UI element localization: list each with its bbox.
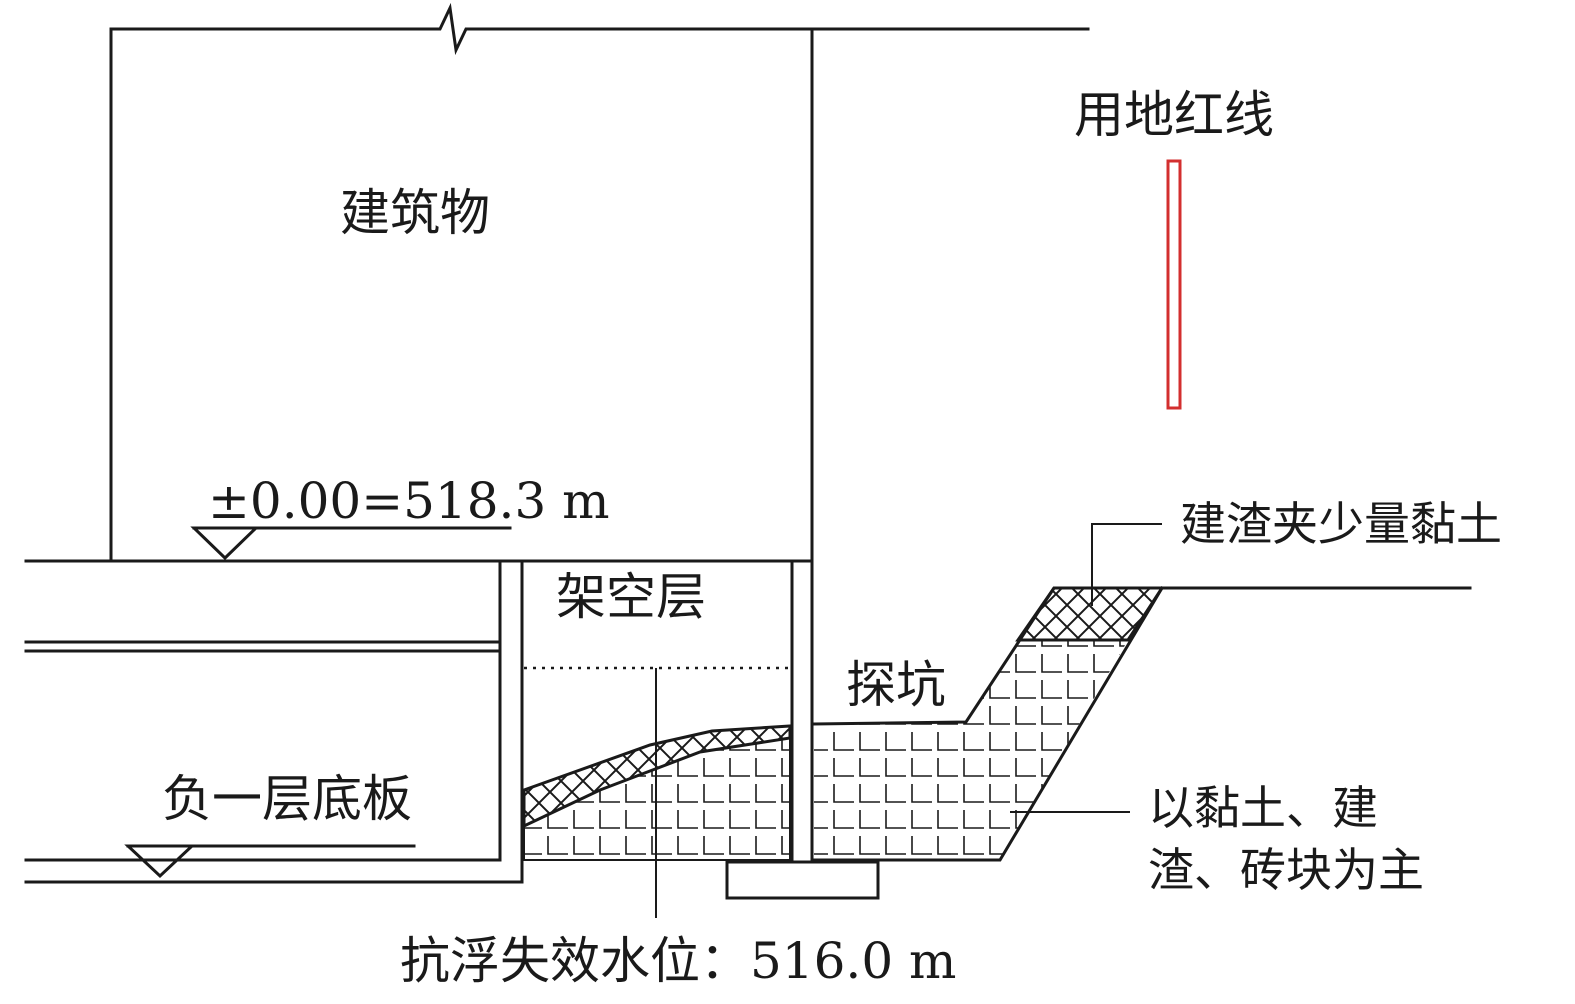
ground-floor-slab (24, 559, 814, 653)
basement-wall (24, 559, 524, 884)
elevation-marker (190, 526, 512, 561)
basement-slab-marker (124, 844, 416, 879)
basement-slab-label: 负一层底板 (162, 770, 412, 828)
water-level-label: 抗浮失效水位：516.0 m (400, 932, 956, 990)
column (790, 559, 814, 864)
site-red-line (1166, 159, 1182, 410)
building-label: 建筑物 (340, 184, 490, 242)
building-outline (109, 2, 1090, 562)
red-line-label: 用地红线 (1074, 86, 1274, 144)
test-pit-fill (814, 640, 1128, 860)
fill-top-note: 建渣夹少量黏土 (1180, 497, 1502, 551)
leader-lines (655, 523, 1162, 918)
elevation-label: ±0.00=518.3 m (208, 472, 610, 530)
test-pit-label: 探坑 (846, 656, 946, 714)
surface-fill-cross-band (1015, 586, 1165, 642)
footing (725, 860, 880, 900)
overhead-layer-label: 架空层 (556, 568, 706, 626)
fill-main-note-line2: 渣、砖块为主 (1148, 843, 1424, 897)
fill-main-note-line1: 以黏土、建 (1148, 781, 1378, 835)
